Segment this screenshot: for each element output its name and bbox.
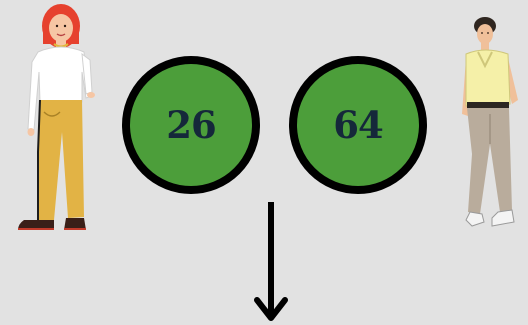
woman-figure-icon bbox=[18, 4, 95, 230]
ball-number: 26 bbox=[166, 103, 216, 147]
man-figure-icon bbox=[462, 17, 518, 227]
number-ball: 26 bbox=[122, 56, 260, 194]
arrow-down-icon bbox=[254, 202, 288, 321]
ball-number: 64 bbox=[333, 103, 383, 147]
number-ball: 64 bbox=[289, 56, 427, 194]
